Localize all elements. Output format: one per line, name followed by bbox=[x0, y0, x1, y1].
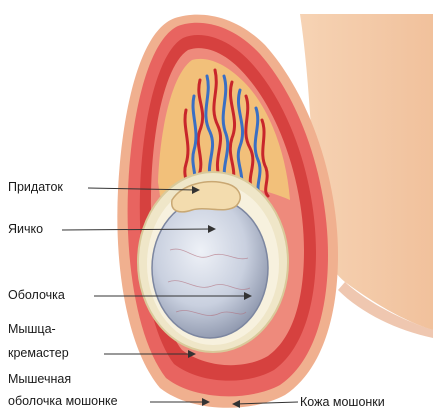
label-tunica: Оболочка bbox=[8, 288, 65, 303]
label-scrotal-skin: Кожа мошонки bbox=[300, 395, 385, 410]
label-dartos-line2: оболочка мошонке bbox=[8, 394, 118, 409]
label-testis: Яичко bbox=[8, 222, 43, 237]
label-epididymis: Придаток bbox=[8, 180, 63, 195]
testis bbox=[152, 198, 268, 338]
label-cremaster-line1: Мышца- bbox=[8, 322, 56, 337]
label-cremaster-line2: кремастер bbox=[8, 346, 69, 361]
label-dartos-line1: Мышечная bbox=[8, 372, 71, 387]
